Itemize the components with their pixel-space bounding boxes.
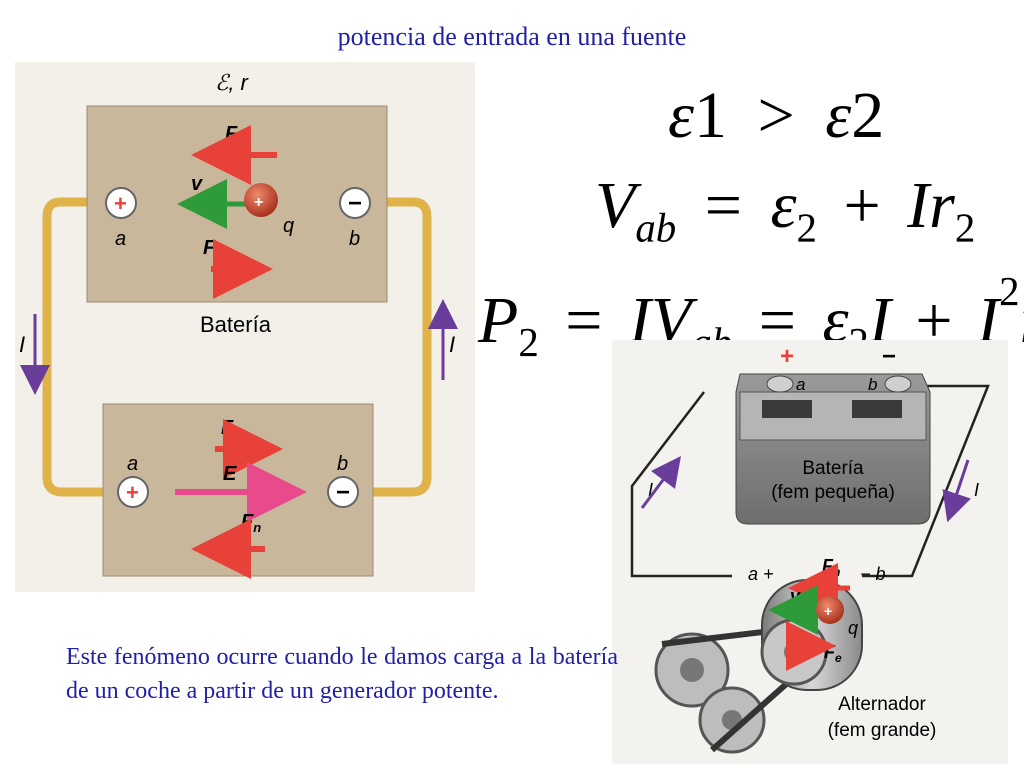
battery-cap-right — [852, 400, 902, 418]
terminal-a-top — [105, 187, 137, 219]
wire-left — [630, 391, 732, 578]
equation-emf-comparison: ε1 > ε2 — [668, 79, 885, 152]
current-label-right: I — [449, 332, 455, 357]
terminal-a-label-top: a — [115, 228, 126, 250]
charge-plus-sign-right: + — [824, 603, 832, 619]
charge-q-label-top: q — [283, 215, 294, 237]
alternator-label-line2: (fem grande) — [828, 720, 937, 741]
terminal-a-label-right: a — [796, 375, 805, 394]
field-e-label: E — [223, 463, 237, 485]
charge-q-top — [244, 183, 278, 217]
terminal-b-label-right: b — [868, 375, 877, 394]
slide-title: potencia de entrada en una fuente — [337, 22, 687, 51]
velocity-label-top: v — [191, 173, 204, 195]
battery-circuit-diagram: ℰ, r + − a b Fn v + q Fe Batería I I + −… — [15, 62, 475, 592]
terminal-a-plus-label: a + — [748, 564, 774, 584]
battery-label: Batería — [200, 312, 272, 337]
minus-sign-top: − — [348, 190, 362, 217]
plus-sign-top: + — [114, 191, 127, 216]
battery-cap-left — [762, 400, 812, 418]
terminal-post-a — [766, 375, 794, 393]
velocity-label-right: v — [790, 586, 801, 606]
current-arrow-right-right — [942, 459, 971, 523]
terminal-b-label-top: b — [349, 228, 360, 250]
description-text: Este fenómeno ocurre cuando le damos car… — [66, 644, 618, 704]
plus-sign-bottom: + — [126, 480, 139, 505]
terminal-minus-b-label: − b — [860, 564, 886, 584]
terminal-b-label-bottom: b — [337, 453, 348, 475]
equation-terminal-voltage: Vab = ε2 + Ir2 — [595, 169, 976, 251]
battery-label-line1: Batería — [802, 458, 864, 479]
wire-right — [862, 384, 990, 578]
source-label: ℰ, r — [215, 70, 250, 95]
terminal-b-top — [339, 187, 371, 219]
current-label-right-right: I — [974, 480, 979, 500]
current-label-left: I — [19, 332, 25, 357]
current-arrow-right-left — [640, 456, 681, 509]
terminal-post-b — [884, 375, 912, 393]
minus-sign-bottom: − — [336, 479, 350, 506]
terminal-a-bottom — [117, 476, 149, 508]
right-wire — [345, 197, 432, 497]
plus-label-right: + — [780, 343, 794, 370]
pulley-left-hub — [680, 658, 704, 682]
left-wire — [42, 197, 125, 497]
current-label-right-left: I — [648, 480, 653, 500]
car-battery-alternator-diagram: + − a b Batería (fem pequeña) I I a + − … — [612, 340, 1008, 764]
alternator-label-line1: Alternador — [838, 694, 926, 715]
terminal-b-bottom — [327, 476, 359, 508]
charge-plus-sign-top: + — [254, 194, 263, 211]
battery-label-line2: (fem pequeña) — [771, 482, 895, 503]
charge-q-right — [816, 596, 844, 624]
charge-q-label-right: q — [848, 618, 858, 638]
minus-label-right: − — [882, 343, 896, 370]
terminal-a-label-bottom: a — [127, 453, 138, 475]
